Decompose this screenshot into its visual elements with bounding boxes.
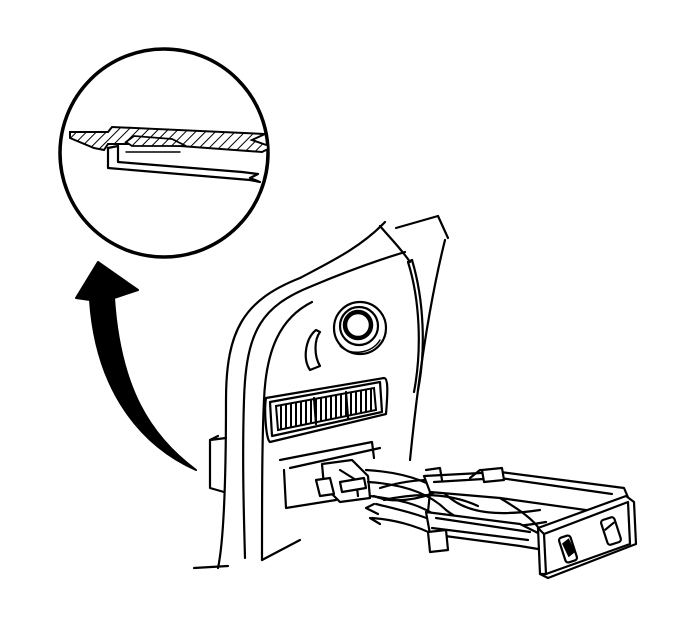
- round-knob: [332, 300, 388, 356]
- dash-panel: [192, 214, 450, 570]
- curved-arrow: [75, 261, 197, 471]
- retaining-clip: [69, 125, 267, 184]
- vent-grille: [264, 376, 389, 510]
- indicator-lamp: [304, 328, 322, 372]
- wire-connector: [314, 458, 372, 504]
- detail-circle: [58, 47, 270, 259]
- rocker-switch: [557, 516, 622, 564]
